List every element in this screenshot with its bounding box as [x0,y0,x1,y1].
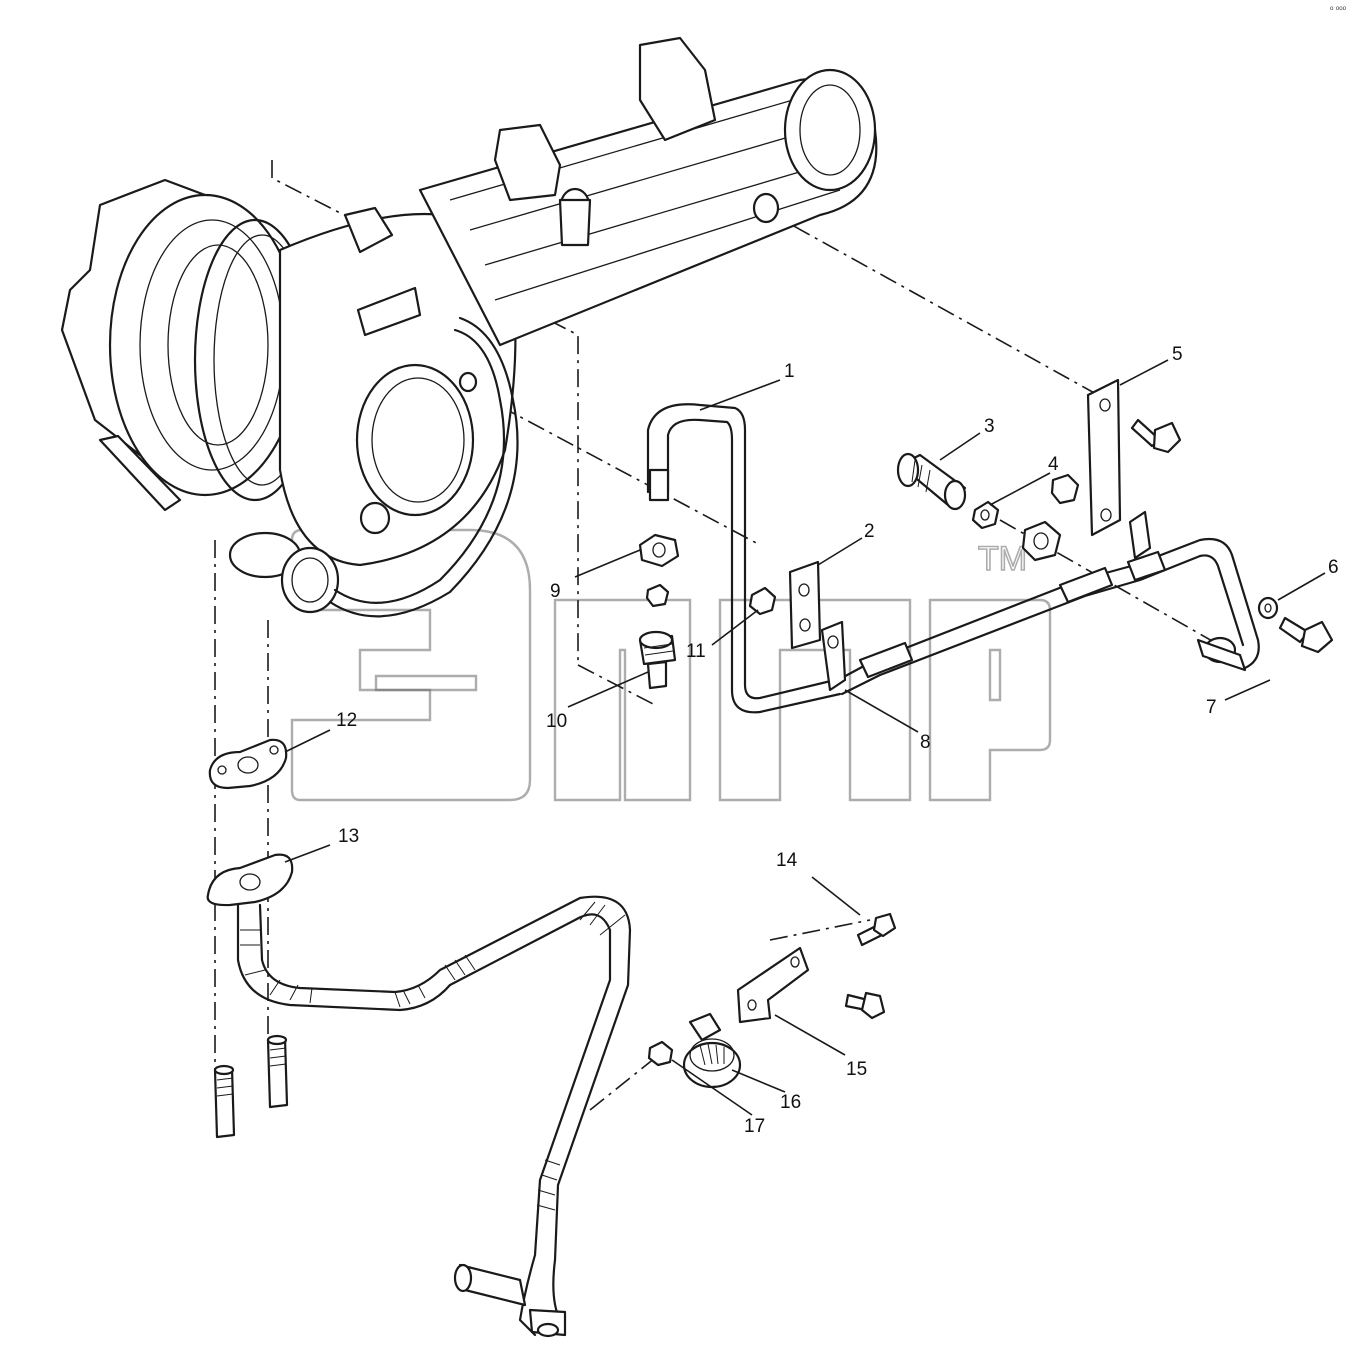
part-10-adapter [638,630,677,690]
part-15-bracket [736,946,810,1024]
callout-14: 14 [776,850,798,871]
studs [213,1034,289,1139]
callout-17: 17 [744,1116,765,1137]
callout-8: 8 [920,732,931,753]
callout-15: 15 [846,1059,867,1080]
part-14-bolts [844,912,897,1020]
callout-4: 4 [1048,454,1059,475]
watermark-logo: TM [290,528,1052,802]
part-13-oil-drain-pipe [206,853,632,1338]
part-17-nut [647,1040,674,1067]
callout-9: 9 [550,581,561,602]
part-3-union-fitting [896,452,967,511]
callout-2: 2 [864,521,875,542]
part-12-gasket [208,738,288,790]
callout-1: 1 [784,361,795,382]
part-11-seal [645,583,777,616]
callout-11: 11 [686,641,706,662]
callout-3: 3 [984,416,995,437]
callout-12: 12 [336,710,357,731]
part-6-washer-bolt [1257,596,1334,654]
callout-16: 16 [780,1092,801,1113]
callout-labels: 1 2 3 4 5 6 7 8 9 10 11 12 13 14 15 16 1… [336,344,1339,1137]
part-9-nut [638,533,680,568]
callout-6: 6 [1328,557,1339,578]
corner-mark: ᵒ ᵒᵒᵒ [1330,4,1347,14]
callout-7: 7 [1206,697,1217,718]
part-5-strap-bracket [1086,378,1182,560]
part-7-pipe-end [1196,638,1247,672]
part-16-clamp [682,1012,742,1089]
part-4-nut [971,473,1080,562]
callout-10: 10 [546,711,567,732]
part-2-bracket [788,560,847,692]
callout-5: 5 [1172,344,1183,365]
callout-leaders [284,359,1326,1116]
turbocharger-assembly [60,36,878,618]
callout-13: 13 [338,826,359,847]
trademark-mark: TM [978,540,1027,578]
